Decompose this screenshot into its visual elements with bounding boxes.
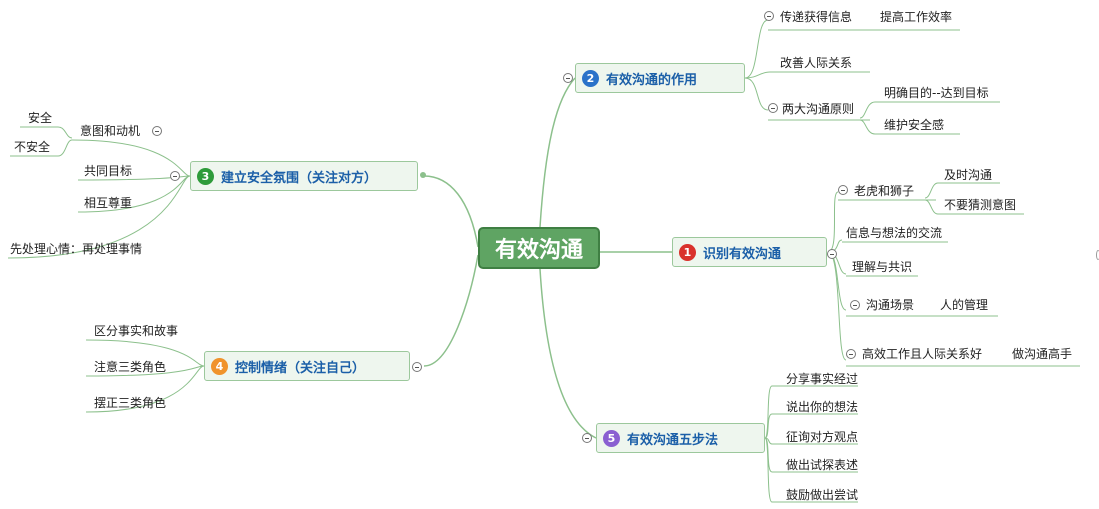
collapse-toggle-icon[interactable] (170, 171, 180, 181)
branch-safe-atmosphere[interactable]: 3 建立安全氛围（关注对方） (190, 161, 418, 191)
node-no-guessing[interactable]: 不要猜测意图 (944, 198, 1017, 212)
collapse-toggle-icon[interactable] (768, 103, 778, 113)
collapse-toggle-icon[interactable] (846, 349, 856, 359)
node-correct-roles[interactable]: 摆正三类角色 (94, 396, 167, 410)
collapse-toggle-icon[interactable] (563, 73, 573, 83)
node-efficient-work[interactable]: 高效工作且人际关系好 (862, 347, 983, 361)
node-intent-motive[interactable]: 意图和动机 (80, 124, 141, 138)
branch-five-steps[interactable]: 5 有效沟通五步法 (596, 423, 765, 453)
badge-3-icon: 3 (197, 167, 214, 185)
node-scene[interactable]: 沟通场景 (866, 298, 915, 312)
node-encourage-trying[interactable]: 鼓励做出尝试 (786, 488, 859, 502)
node-tentative-statement[interactable]: 做出试探表述 (786, 458, 859, 472)
badge-4-icon: 4 (211, 357, 228, 375)
node-ask-opinion[interactable]: 征询对方观点 (786, 430, 859, 444)
scroll-edge-handle[interactable] (1096, 250, 1099, 260)
node-empathy-first[interactable]: 先处理心情：再处理事情 (10, 242, 143, 256)
collapse-toggle-icon[interactable] (764, 11, 774, 21)
central-topic-label: 有效沟通 (494, 238, 583, 263)
branch-control-emotion[interactable]: 4 控制情绪（关注自己） (204, 351, 410, 381)
node-safe[interactable]: 安全 (28, 111, 53, 125)
collapse-toggle-icon[interactable] (850, 300, 860, 310)
node-common-goal[interactable]: 共同目标 (84, 164, 133, 178)
node-share-facts[interactable]: 分享事实经过 (786, 372, 859, 386)
badge-5-icon: 5 (603, 429, 620, 447)
collapse-toggle-icon[interactable] (412, 362, 422, 372)
collapse-toggle-icon[interactable] (838, 185, 848, 195)
node-maintain-safety[interactable]: 维护安全感 (884, 118, 945, 132)
node-people-management[interactable]: 人的管理 (940, 298, 989, 312)
branch-label: 建立安全氛围（关注对方） (221, 170, 378, 186)
node-mutual-respect[interactable]: 相互尊重 (84, 196, 133, 210)
node-understanding[interactable]: 理解与共识 (852, 260, 913, 274)
branch-label: 有效沟通五步法 (627, 432, 719, 448)
branch-label: 识别有效沟通 (703, 246, 782, 262)
node-timely-communication[interactable]: 及时沟通 (944, 168, 993, 182)
node-improve-relations[interactable]: 改善人际关系 (780, 56, 853, 70)
central-topic[interactable]: 有效沟通 (478, 227, 600, 269)
connector-dot-icon (420, 172, 426, 178)
node-improve-efficiency[interactable]: 提高工作效率 (880, 10, 953, 24)
badge-2-icon: 2 (582, 69, 599, 87)
branch-identify-effective-communication[interactable]: 1 识别有效沟通 (672, 237, 827, 267)
collapse-toggle-icon[interactable] (827, 249, 837, 259)
node-three-roles[interactable]: 注意三类角色 (94, 360, 167, 374)
node-info-exchange[interactable]: 信息与想法的交流 (846, 226, 943, 240)
collapse-toggle-icon[interactable] (582, 433, 592, 443)
node-say-thoughts[interactable]: 说出你的想法 (786, 400, 859, 414)
collapse-toggle-icon[interactable] (152, 126, 162, 136)
node-clear-purpose[interactable]: 明确目的--达到目标 (884, 86, 989, 100)
branch-label: 控制情绪（关注自己） (235, 360, 366, 376)
node-tiger-lion[interactable]: 老虎和狮子 (854, 184, 915, 198)
node-two-principles[interactable]: 两大沟通原则 (782, 102, 855, 116)
node-communication-master[interactable]: 做沟通高手 (1012, 347, 1073, 361)
badge-1-icon: 1 (679, 243, 696, 261)
branch-effective-communication-role[interactable]: 2 有效沟通的作用 (575, 63, 745, 93)
node-fact-vs-story[interactable]: 区分事实和故事 (94, 324, 179, 338)
node-transfer-info[interactable]: 传递获得信息 (780, 10, 853, 24)
node-unsafe[interactable]: 不安全 (14, 140, 51, 154)
branch-label: 有效沟通的作用 (606, 72, 698, 88)
